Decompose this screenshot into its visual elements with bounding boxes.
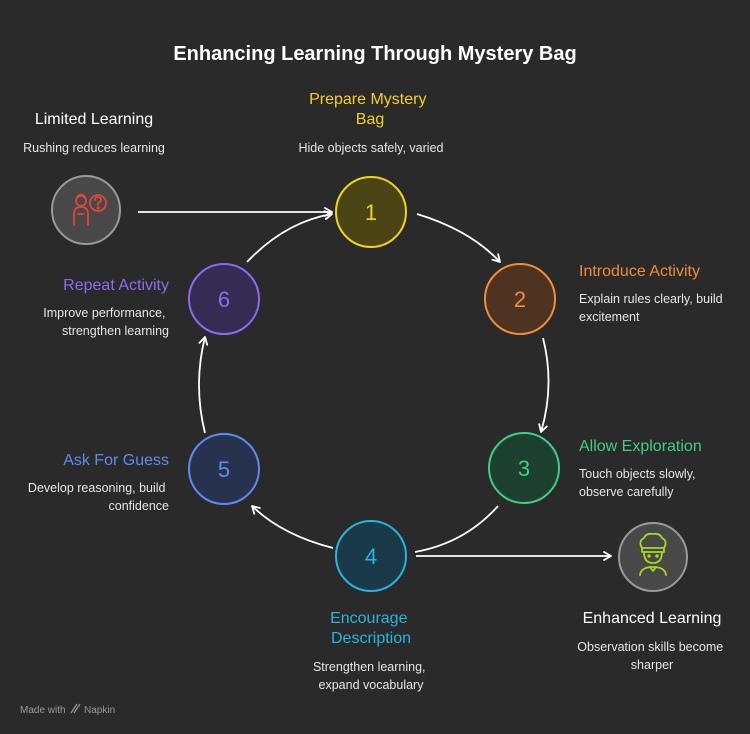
end-node bbox=[618, 522, 688, 592]
start-label: Limited Learning Rushing reduces learnin… bbox=[23, 111, 165, 155]
start-description: Rushing reduces learning bbox=[23, 141, 165, 155]
step-description: Develop reasoning, build confidence bbox=[28, 481, 169, 513]
made-with-label: Made with bbox=[20, 705, 66, 716]
step-description: Improve performance, strengthen learning bbox=[43, 306, 169, 338]
step-label-6: Repeat Activity Improve performance, str… bbox=[43, 277, 169, 338]
step-number: 1 bbox=[365, 200, 377, 225]
step-label-2: Introduce Activity Explain rules clearly… bbox=[579, 263, 726, 324]
connector-arrow bbox=[414, 505, 499, 553]
connector-arrow bbox=[416, 213, 501, 263]
step-title: Encourage Description bbox=[330, 610, 412, 647]
start-title: Limited Learning bbox=[35, 111, 153, 128]
step-number: 3 bbox=[518, 456, 530, 481]
connector-arrow bbox=[538, 337, 550, 433]
step-title: Ask For Guess bbox=[63, 452, 169, 469]
start-node bbox=[51, 175, 121, 245]
footer-attribution: Made with Napkin bbox=[20, 703, 115, 716]
step-title: Prepare Mystery Bag bbox=[309, 91, 431, 128]
step-label-3: Allow Exploration Touch objects slowly, … bbox=[579, 438, 702, 499]
step-number: 2 bbox=[514, 287, 526, 312]
step-title: Introduce Activity bbox=[579, 263, 700, 280]
step-title: Allow Exploration bbox=[579, 438, 702, 455]
step-title: Repeat Activity bbox=[63, 277, 169, 294]
step-node-6: 6 bbox=[188, 263, 260, 335]
napkin-logo-icon bbox=[70, 703, 81, 714]
step-number: 4 bbox=[365, 544, 377, 569]
step-label-5: Ask For Guess Develop reasoning, build c… bbox=[28, 452, 169, 513]
connector-arrow bbox=[198, 336, 209, 434]
step-label-1: Prepare Mystery Bag Hide objects safely,… bbox=[299, 91, 444, 155]
page-title: Enhancing Learning Through Mystery Bag bbox=[173, 43, 576, 65]
confused-person-icon bbox=[73, 193, 107, 226]
end-title: Enhanced Learning bbox=[583, 610, 722, 627]
step-node-2: 2 bbox=[484, 263, 556, 335]
step-description: Strengthen learning, expand vocabulary bbox=[313, 660, 429, 692]
step-node-5: 5 bbox=[188, 433, 260, 505]
end-description: Observation skills become sharper bbox=[577, 640, 726, 672]
step-number: 5 bbox=[218, 457, 230, 482]
step-node-3: 3 bbox=[488, 432, 560, 504]
step-node-4: 4 bbox=[335, 520, 407, 592]
step-label-4: Encourage Description Strengthen learnin… bbox=[313, 610, 429, 692]
chef-person-icon bbox=[639, 532, 667, 576]
connector-arrow bbox=[246, 210, 333, 263]
step-description: Touch objects slowly, observe carefully bbox=[579, 467, 699, 499]
step-node-1: 1 bbox=[335, 176, 407, 248]
step-description: Explain rules clearly, build excitement bbox=[579, 292, 726, 324]
step-number: 6 bbox=[218, 287, 230, 312]
end-label: Enhanced Learning Observation skills bec… bbox=[577, 610, 726, 672]
napkin-brand-label: Napkin bbox=[84, 705, 115, 716]
step-description: Hide objects safely, varied bbox=[299, 141, 444, 155]
connector-arrow bbox=[251, 505, 334, 549]
